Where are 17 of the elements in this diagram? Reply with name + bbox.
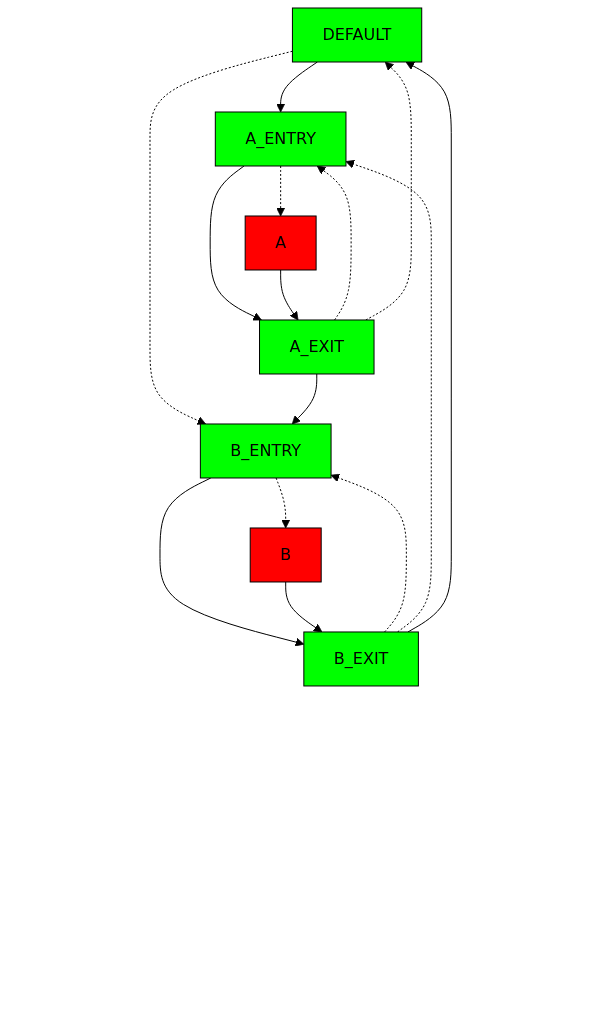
node-box: A_ENTRY: [215, 111, 347, 167]
arrow: [345, 159, 433, 633]
arrow: [405, 61, 453, 633]
arrow: [280, 269, 299, 321]
arrow: [149, 50, 294, 425]
node-box: B: [250, 527, 323, 583]
arrow: [159, 477, 305, 647]
node-box: A_EXIT: [259, 319, 375, 375]
node-box: DEFAULT: [292, 7, 423, 63]
arrow: [292, 373, 318, 425]
arrow: [276, 165, 286, 217]
arrow: [275, 477, 291, 529]
arrow: [210, 165, 263, 321]
node-box: A: [245, 215, 317, 271]
node-box: B_ENTRY: [200, 423, 332, 479]
arrow: [285, 581, 323, 633]
node-box: B_EXIT: [303, 631, 420, 687]
